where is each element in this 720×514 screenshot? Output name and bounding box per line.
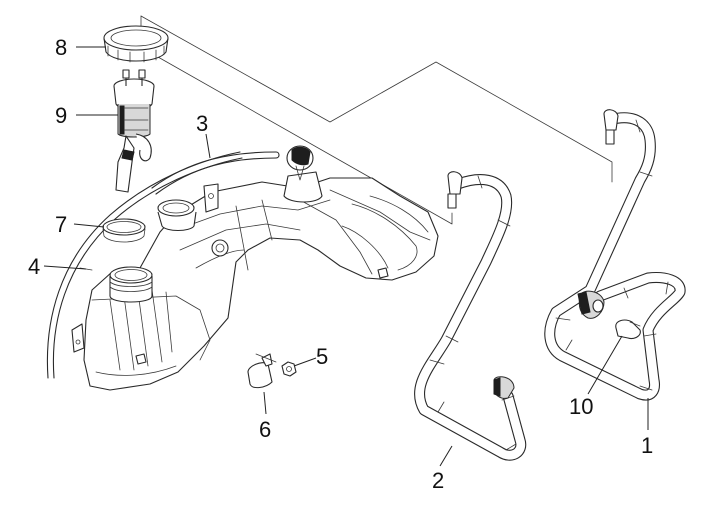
leader-4 — [43, 265, 87, 270]
fuel-tank — [71, 177, 439, 391]
callout-9: 9 — [55, 103, 67, 128]
callout-10: 10 — [569, 394, 593, 419]
tank-pump-mount — [283, 145, 323, 203]
leader-lines — [43, 46, 649, 467]
tank-filler-neck-rear — [109, 266, 153, 303]
fuel-pump-lock-ring — [103, 25, 169, 63]
callout-7: 7 — [55, 212, 67, 237]
fuel-pump-assembly — [113, 69, 155, 193]
callout-1: 1 — [641, 433, 653, 458]
nut — [281, 361, 297, 377]
bracket-clip — [247, 353, 277, 389]
reference-line-pump-to-hose1 — [140, 15, 613, 183]
callout-3: 3 — [196, 111, 208, 136]
fuel-hose-s-shaped — [414, 171, 527, 461]
callout-8: 8 — [55, 35, 67, 60]
hose-clamp — [615, 319, 641, 340]
callout-6: 6 — [259, 417, 271, 442]
breather-hose — [151, 151, 280, 195]
leader-3 — [205, 133, 211, 159]
leader-6 — [263, 391, 267, 415]
callout-labels: 8 9 3 7 4 5 6 2 10 1 — [28, 35, 653, 493]
leader-5 — [293, 357, 317, 367]
leader-10 — [587, 335, 623, 395]
callout-4: 4 — [28, 254, 40, 279]
leader-7 — [73, 223, 105, 228]
filler-neck-seal-ring — [102, 218, 146, 243]
leader-2 — [439, 445, 453, 467]
callout-2: 2 — [432, 468, 444, 493]
tank-body-outline — [83, 177, 439, 391]
callout-5: 5 — [316, 344, 328, 369]
reference-line-pump-to-hose2 — [157, 56, 453, 225]
tank-filler-neck-front — [157, 199, 197, 232]
fuel-hose-right-loop — [544, 109, 686, 401]
